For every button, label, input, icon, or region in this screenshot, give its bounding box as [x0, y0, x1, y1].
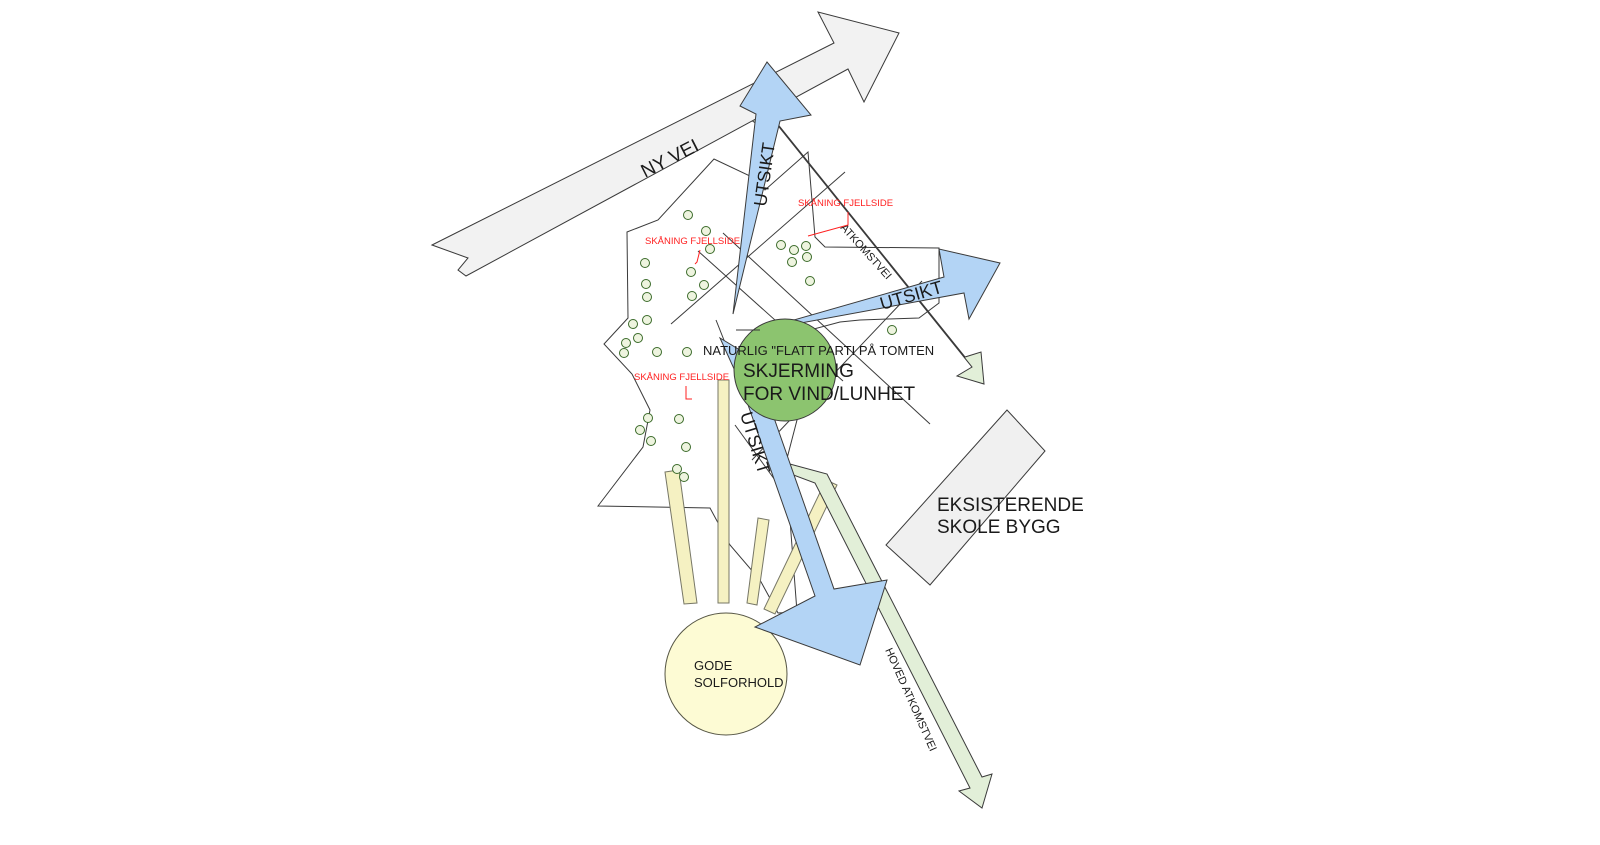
trees — [619, 210, 897, 482]
tree-marker — [640, 258, 650, 268]
tree-marker — [682, 347, 692, 357]
skaning-label-1: SKÅNING FJELLSIDE — [645, 236, 740, 247]
skaning-mark-3 — [685, 386, 692, 400]
tree-marker — [643, 413, 653, 423]
tree-marker — [787, 257, 797, 267]
eksisterende-skole-bygg — [885, 409, 1046, 586]
ny-vei-arrow — [430, 11, 900, 277]
sun-ray — [717, 379, 730, 604]
tree-marker — [679, 472, 689, 482]
skolebygg-label-1: EKSISTERENDE — [937, 495, 1084, 516]
utsikt-east-label: UTSIKT — [878, 277, 945, 314]
utsikt-arrow-north — [732, 61, 812, 315]
tree-marker — [776, 240, 786, 250]
tree-marker — [619, 348, 629, 358]
tree-marker — [674, 414, 684, 424]
tree-marker — [705, 244, 715, 254]
tree-marker — [701, 226, 711, 236]
tree-marker — [683, 210, 693, 220]
tree-marker — [633, 333, 643, 343]
tree-marker — [646, 436, 656, 446]
utsikt-arrow-south — [718, 336, 888, 666]
tree-marker — [641, 279, 651, 289]
tree-marker — [652, 347, 662, 357]
skjerming-label-2: FOR VIND/LUNHET — [743, 384, 915, 405]
skaning-label-3: SKÅNING FJELLSIDE — [634, 372, 729, 383]
tree-marker — [801, 241, 811, 251]
utsikt-arrow-east — [751, 248, 1001, 333]
tree-marker — [789, 245, 799, 255]
skolebygg-label-2: SKOLE BYGG — [937, 517, 1061, 538]
tree-marker — [802, 252, 812, 262]
tree-marker — [687, 291, 697, 301]
atkomstvei-label: ATKOMSTVEI — [838, 222, 894, 282]
sun-ray — [664, 469, 698, 605]
tree-marker — [686, 267, 696, 277]
tree-marker — [621, 338, 631, 348]
tree-marker — [642, 292, 652, 302]
tree-marker — [628, 319, 638, 329]
sun-ray — [746, 517, 770, 606]
tree-marker — [699, 280, 709, 290]
skjerming-circle — [733, 318, 837, 422]
tree-marker — [672, 464, 682, 474]
tree-marker — [805, 276, 815, 286]
hoved-atkomstvei-arrow — [774, 459, 993, 809]
gode-label-2: SOLFORHOLD — [694, 675, 784, 690]
skaning-label-2: SKÅNING FJELLSIDE — [798, 198, 893, 209]
tree-marker — [887, 325, 897, 335]
flatt-parti-label: NATURLIG "FLATT PARTI PÅ TOMTEN — [703, 343, 934, 358]
skaning-mark-2 — [807, 212, 849, 237]
tree-marker — [635, 425, 645, 435]
gode-label-1: GODE — [694, 658, 733, 673]
skjerming-label-1: SKJERMING — [743, 361, 854, 382]
sun-circle — [664, 612, 788, 736]
skaning-mark-1 — [694, 249, 701, 265]
tree-marker — [642, 315, 652, 325]
tree-marker — [681, 442, 691, 452]
